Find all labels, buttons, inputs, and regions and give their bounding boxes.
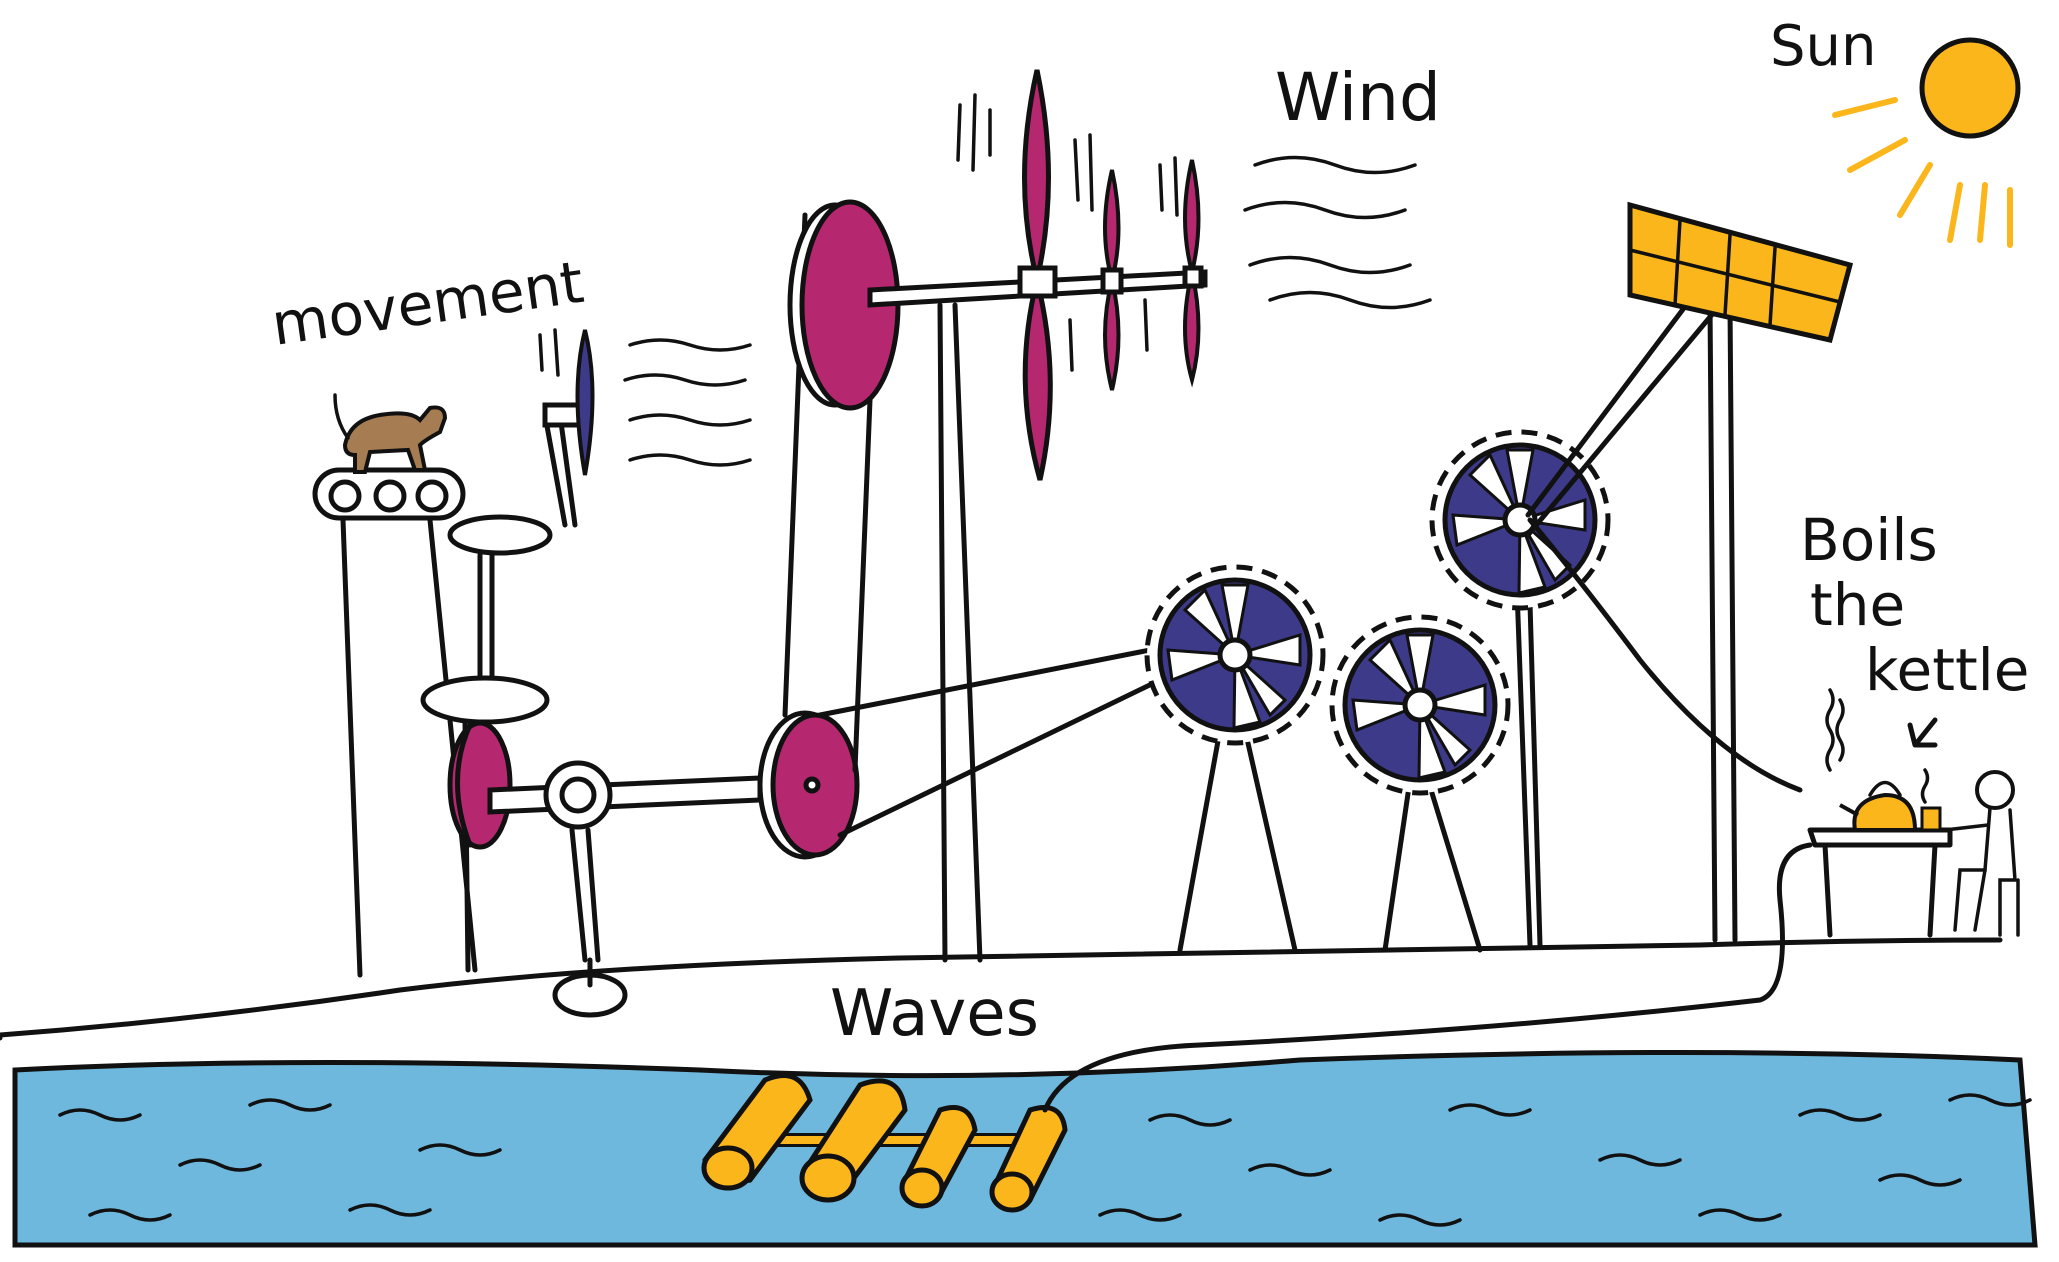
mug bbox=[1920, 806, 1942, 832]
lower-pulley bbox=[757, 710, 860, 860]
label-the: the bbox=[1810, 571, 1905, 639]
steam bbox=[1825, 688, 1930, 804]
sun-rays bbox=[1832, 97, 2013, 248]
upper-pulley bbox=[787, 199, 901, 411]
water-ripples bbox=[58, 1093, 2032, 1227]
gear-cable bbox=[1527, 517, 1803, 793]
arrow bbox=[1907, 717, 1938, 748]
gear-2 bbox=[1329, 614, 1511, 953]
left-pulley bbox=[447, 720, 513, 850]
wind-lines bbox=[1243, 155, 1432, 310]
wind-rotors bbox=[956, 69, 1204, 481]
label-boils: Boils bbox=[1800, 506, 1938, 574]
ground bbox=[0, 937, 2003, 1041]
gear-1 bbox=[1144, 564, 1326, 953]
small-wind-lines bbox=[623, 338, 752, 467]
float-4 bbox=[989, 1105, 1068, 1213]
belt-bottom bbox=[837, 677, 1163, 838]
float-3 bbox=[899, 1105, 978, 1209]
solar-panel bbox=[1525, 201, 1854, 943]
kettle-scene bbox=[1807, 688, 2020, 938]
drive-shaft bbox=[487, 775, 763, 815]
sun bbox=[1832, 37, 2021, 248]
label-wind: Wind bbox=[1275, 59, 1441, 136]
treadmill bbox=[312, 467, 466, 521]
small-navy-turbine bbox=[447, 328, 752, 556]
wave-floats bbox=[701, 1073, 1068, 1213]
dog bbox=[333, 393, 448, 474]
power-cable bbox=[1042, 842, 1813, 1113]
label-waves: Waves bbox=[830, 977, 1039, 1051]
mid-disc bbox=[420, 675, 550, 725]
belt-right bbox=[852, 397, 873, 773]
belt-top bbox=[817, 647, 1153, 718]
label-sun: Sun bbox=[1770, 14, 1877, 79]
label-kettle: kettle bbox=[1865, 636, 2029, 704]
float-1 bbox=[701, 1073, 813, 1191]
person bbox=[1943, 770, 2020, 937]
float-2 bbox=[799, 1078, 908, 1203]
shaft-bearing bbox=[543, 760, 628, 1018]
rotor-motion-lines bbox=[956, 93, 1179, 372]
kettle bbox=[1839, 780, 1918, 832]
